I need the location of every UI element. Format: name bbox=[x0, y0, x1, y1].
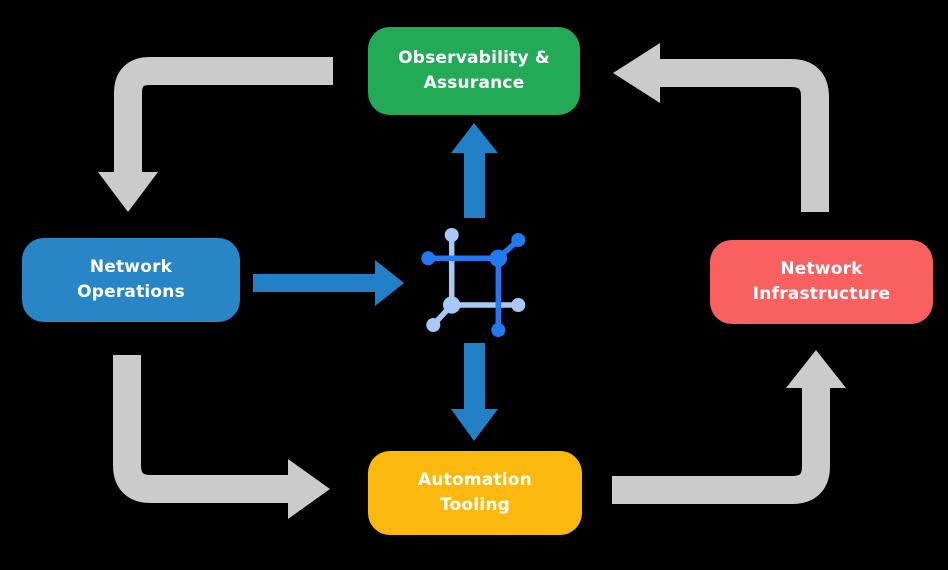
cycle-arrow-infrastructure-to-observability bbox=[656, 59, 829, 212]
cycle-arrow-shafts bbox=[113, 57, 830, 504]
node-infrastructure-label: Network Infrastructure bbox=[752, 258, 891, 305]
flow-arrow-operations-to-icon-shaft bbox=[253, 274, 376, 292]
cycle-arrowhead-up bbox=[786, 350, 846, 388]
cycle-arrowhead-right bbox=[288, 459, 330, 519]
cycle-arrow-observability-to-operations bbox=[114, 57, 333, 176]
cycle-arrow-operations-to-tooling bbox=[113, 355, 292, 503]
cycle-arrow-heads bbox=[98, 43, 846, 519]
cycle-arrowhead-left bbox=[613, 43, 660, 103]
node-observability-assurance: Observability & Assurance bbox=[368, 27, 580, 115]
flow-arrow-operations-to-icon-head bbox=[375, 260, 404, 306]
icon-dark-nodes bbox=[421, 233, 526, 337]
flow-arrows bbox=[253, 123, 498, 441]
flow-arrow-icon-to-observability-shaft bbox=[464, 151, 485, 218]
node-observability-label: Observability & Assurance bbox=[398, 47, 550, 94]
flow-arrow-icon-to-tooling-shaft bbox=[464, 343, 485, 411]
flow-arrow-icon-to-observability-head bbox=[451, 123, 498, 153]
node-network-infrastructure: Network Infrastructure bbox=[710, 240, 933, 324]
node-automation-tooling: Automation Tooling bbox=[368, 451, 582, 535]
node-tooling-label: Automation Tooling bbox=[418, 469, 532, 516]
flow-arrow-icon-to-tooling-head bbox=[451, 409, 498, 441]
cycle-arrow-tooling-to-infrastructure bbox=[612, 385, 830, 504]
network-automation-icon bbox=[421, 228, 526, 337]
node-network-operations: Network Operations bbox=[22, 238, 240, 322]
node-operations-label: Network Operations bbox=[77, 256, 185, 303]
cycle-arrowhead-down bbox=[98, 172, 158, 212]
icon-light-nodes bbox=[426, 228, 526, 332]
